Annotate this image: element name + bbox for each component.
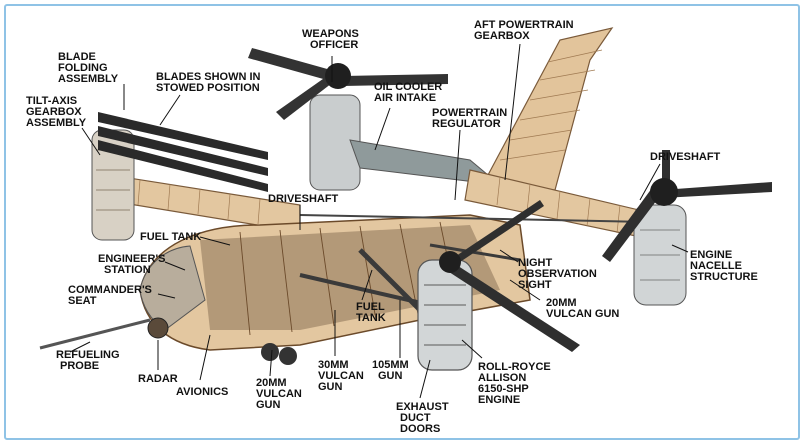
label-radar: RADAR [138,373,178,385]
far-rotor-hub [325,63,351,89]
right-rotor-blade-1 [662,182,772,198]
stowed-blades [98,112,268,192]
right-rotor-blade-2 [602,188,660,262]
leader-nacelle-structure [671,244,689,253]
leader-tilt-axis [81,127,101,156]
leader-oil-cooler [374,107,391,151]
label-avionics: AVIONICS [176,386,228,398]
near-rotor-blade [446,262,580,352]
leader-avionics [199,334,211,381]
leader-exhaust-doors [419,359,431,399]
driveshaft [299,214,651,223]
leader-lines [69,43,689,399]
right-rotor-hub [650,178,678,206]
leader-night-sight [499,249,519,263]
refueling-probe [39,318,151,350]
leader-20mm-right [509,279,541,301]
leader-20mm-bottom [269,349,273,377]
leader-refueling-probe [69,341,91,353]
label-driveshaft-center: DRIVESHAFT [268,193,339,205]
leader-fuel-tank-center [361,269,373,301]
right-proprotor [602,150,772,306]
leader-engineers-station [164,261,186,271]
near-rotor-blade [450,200,544,266]
radar-dish [147,317,169,339]
leader-blades-stowed [159,94,181,126]
far-rotor-blade-3 [276,74,336,120]
label-fuel-tank-left: FUEL TANK [140,231,201,243]
leader-aft-gearbox [504,43,521,181]
near-rotor-hub [439,251,461,273]
landing-gear-wheel [261,343,279,361]
far-proprotor [248,48,448,191]
left-wing [91,129,301,241]
leader-engine [461,339,483,359]
leader-powertrain-regulator [454,129,461,201]
far-rotor-blade-2 [343,74,448,86]
label-driveshaft-right: DRIVESHAFT [650,151,721,163]
far-rotor-blade-1 [248,48,338,82]
near-engine-nacelle [417,200,580,371]
landing-gear-wheel [279,347,297,365]
tail-section [349,27,614,191]
leader-fuel-tank-left [199,236,231,246]
leader-driveshaft-right [639,163,661,201]
leader-commanders-seat [157,293,176,299]
gun-barrel-20mm [429,243,521,262]
